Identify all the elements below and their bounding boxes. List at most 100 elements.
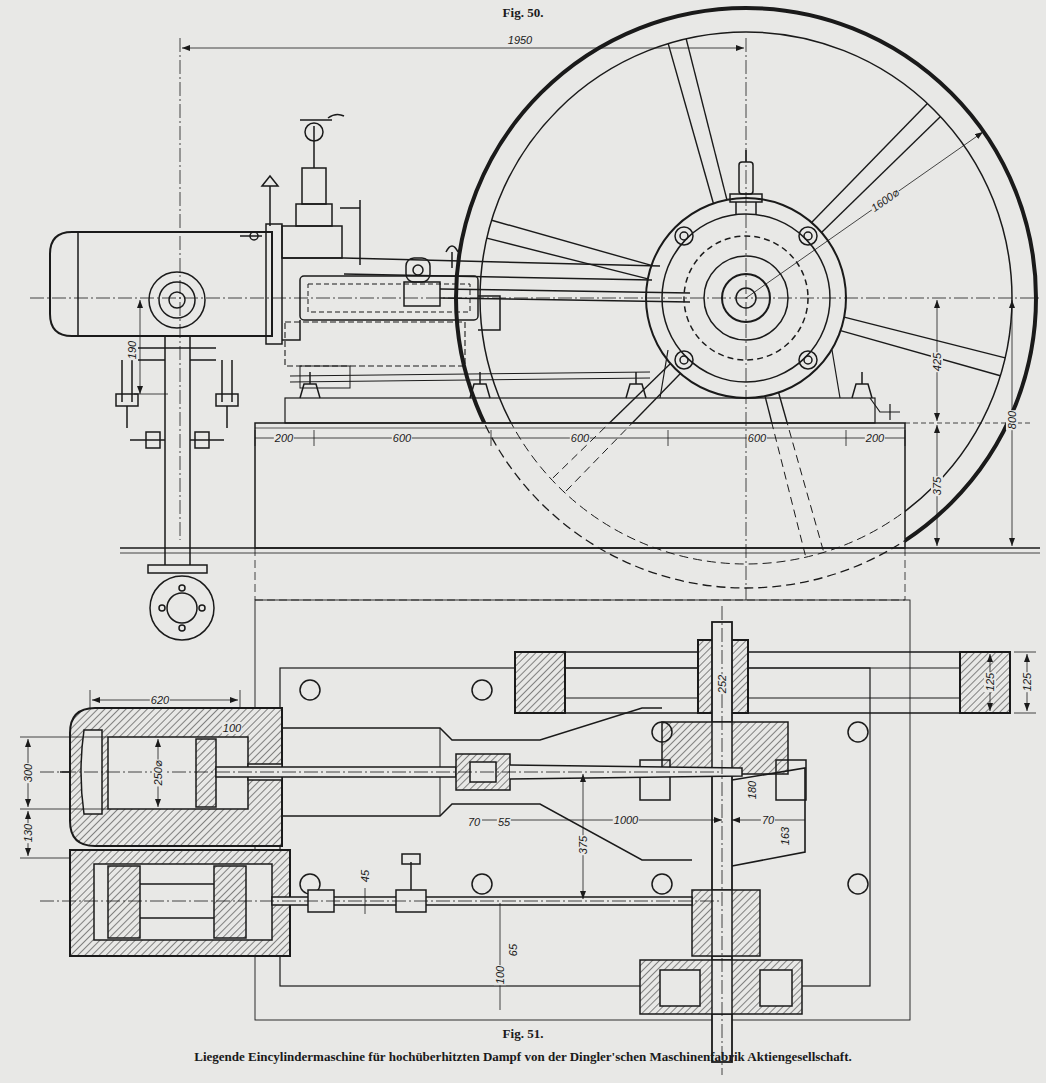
valve-chest: [140, 883, 214, 885]
flywheel: [686, 39, 727, 200]
flywheel: [487, 238, 648, 279]
elevation-view: [290, 372, 650, 382]
plan-view: [282, 708, 662, 740]
figure-number: Fig. 51.: [502, 1027, 545, 1041]
flywheel: [675, 227, 693, 245]
steam-valve: [340, 207, 360, 209]
exhaust-pipe: [195, 432, 209, 448]
dimension-label: 600: [747, 432, 767, 444]
exhaust-pipe: [216, 394, 238, 406]
dimension-line: [500, 903, 501, 1010]
dimension-line: [182, 48, 744, 49]
crosshead: [404, 282, 440, 306]
flywheel-section: [565, 668, 698, 669]
plan-view: [692, 890, 760, 956]
dimension-label: 55: [497, 816, 511, 828]
flywheel: [812, 103, 928, 222]
dimension-line: [255, 548, 905, 600]
flywheel: [565, 373, 681, 492]
flywheel: [799, 351, 817, 369]
exhaust-pipe: [159, 282, 195, 318]
plan-view: [402, 854, 420, 864]
dimension-line: [180, 38, 181, 540]
flywheel-section: [565, 651, 960, 653]
dimension-label: 375: [931, 476, 943, 496]
steam-valve: [300, 119, 332, 121]
frame-bolt: [300, 680, 868, 894]
exhaust-pipe: [138, 335, 216, 337]
dimension-label: 1600⌀: [868, 186, 902, 215]
exhaust-pipe: [167, 593, 197, 623]
lubricator: [755, 202, 757, 214]
plan-view: [280, 668, 870, 986]
elevation-view: [870, 398, 900, 420]
dimension-label: 125: [984, 672, 996, 692]
frame-bolt: [472, 680, 492, 700]
cylinder: [50, 232, 272, 336]
exhaust-pipe: [179, 625, 185, 631]
steam-valve: [305, 123, 323, 141]
valve-chest: [108, 866, 140, 938]
flywheel: [841, 331, 1001, 376]
figure-caption: Liegende Eincylindermaschine für hochübe…: [0, 1049, 1046, 1065]
flywheel-section: [565, 698, 698, 699]
dimension-label: 65: [507, 943, 519, 957]
steam-valve: [359, 200, 361, 265]
plan-view: [760, 970, 792, 1006]
dimension-line: [20, 737, 108, 738]
steam-valve: [296, 204, 332, 226]
foundation-bolt: [470, 384, 490, 398]
exhaust-pipe: [116, 394, 138, 406]
dimension-label: 70: [467, 816, 481, 828]
dimension-line: [491, 430, 492, 446]
lubricator: [735, 202, 737, 214]
elevation-view: [255, 423, 905, 548]
flywheel-section: [748, 698, 960, 699]
cylinder-section: [196, 739, 216, 807]
flywheel-section: [960, 652, 1010, 713]
dimension-label: 300: [22, 763, 34, 783]
dimension-line: [20, 858, 70, 859]
dimension-label: 125: [1021, 672, 1033, 692]
dimension-label: 100: [222, 722, 242, 734]
exhaust-pipe: [150, 576, 214, 640]
dimension-label: 190: [126, 340, 138, 360]
dimension-label: 200: [865, 432, 885, 444]
dimension-line: [905, 430, 906, 446]
valve-chest: [70, 850, 290, 956]
dimension-line: [255, 430, 256, 446]
cylinder: [50, 224, 282, 344]
flywheel: [680, 232, 688, 240]
foundation-bolt: [300, 372, 872, 398]
elevation-view: [660, 350, 840, 398]
dimension-line: [240, 690, 241, 708]
flywheel-section: [515, 652, 565, 713]
dimension-label: 600: [570, 432, 590, 444]
dimension-line: [40, 772, 720, 773]
flywheel: [492, 220, 652, 265]
frame-bolt: [652, 722, 672, 742]
dimension-label: 620: [150, 694, 170, 706]
flywheel: [480, 423, 905, 564]
crosshead: [404, 246, 458, 306]
steam-valve: [250, 232, 258, 240]
dimension-label: 600: [392, 432, 412, 444]
flywheel: [668, 44, 713, 204]
plan-view: [640, 960, 802, 1014]
foundation-bolt: [300, 384, 320, 398]
plan-view: [660, 970, 700, 1006]
dimension-line: [746, 132, 983, 298]
flywheel: [804, 232, 812, 240]
dimension-line: [134, 394, 168, 395]
flywheel-section: [515, 640, 1010, 713]
dimension-line: [140, 300, 141, 394]
dimension-line: [90, 690, 91, 708]
dimension-label: 200: [274, 432, 294, 444]
crosshead: [406, 258, 430, 282]
flywheel: [844, 317, 1005, 358]
connecting-rod: [440, 289, 690, 302]
flywheel: [765, 396, 806, 557]
frame-bolt: [300, 680, 320, 700]
